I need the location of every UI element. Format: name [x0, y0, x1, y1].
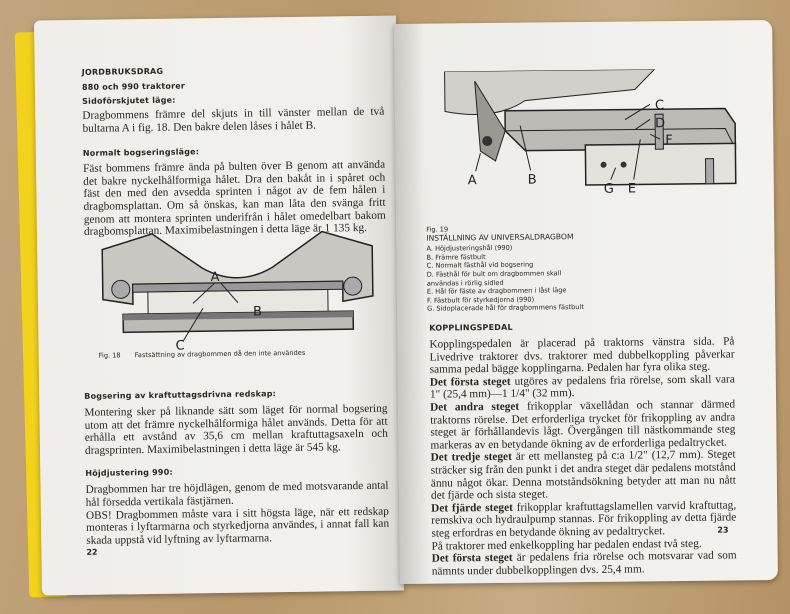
legend-text: Normalt fästhål vid bogsering [435, 260, 534, 270]
figure-caption: Fastsättning av dragbommen då den inte a… [134, 348, 306, 360]
legend-text: Hål för fäste av dragbommen i låst läge [435, 286, 567, 296]
step-title: Det tredje steget [430, 451, 512, 464]
legend-item: D. Fästhål för bult om dragbommen skall … [427, 269, 587, 288]
legend-item: G. Sidoplacerade hål för dragbommens fäs… [427, 302, 747, 314]
universal-drawbar-illustration: A B C D F E G [444, 68, 737, 197]
figure-label: E [628, 181, 636, 196]
figure-legend: A. Höjdjusteringshål (990) B. Främre fäs… [426, 242, 747, 314]
legend-text: Främre fästbult [435, 252, 486, 262]
paragraph: Montering sker på liknande sätt som läge… [84, 402, 388, 457]
page-number: 23 [717, 525, 729, 535]
paragraph: Dragbommens främre del skjuts in till vä… [82, 105, 385, 135]
figure-label: G [604, 182, 614, 197]
step-paragraph: Det första steget utgöres av pedalens fr… [430, 373, 735, 401]
legend-key: F. [426, 296, 432, 305]
figure-label: C [655, 98, 664, 113]
step-title: Det första steget [431, 551, 513, 565]
figure-label: B [528, 173, 537, 188]
figure-18: A B C Fig. 18 Fastsättning av dragbommen… [92, 226, 384, 360]
paragraph: OBS! Dragbommen måste vara i sitt högsta… [85, 505, 390, 547]
step-paragraph: Det första steget är pedalens fria rörel… [432, 550, 737, 578]
legend-key: G. [427, 304, 435, 314]
heading: KOPPLINGSPEDAL [429, 322, 513, 333]
figure-label: D [655, 116, 665, 131]
legend-key: E. [426, 287, 434, 296]
legend-text: Höjdjusteringshål (990) [435, 243, 513, 253]
legend-key: A. [426, 244, 433, 253]
step-title: Det första steget [429, 375, 511, 389]
left-page: JORDBRUKSDRAG 880 och 990 traktorer Sido… [34, 15, 404, 596]
figure-19: A B C D F E G [435, 68, 747, 221]
drawbar-illustration: A B [101, 230, 374, 341]
figure-label: A [468, 173, 477, 188]
legend-text: Sidoplacerade hål för dragbommens fästbu… [436, 303, 584, 313]
right-page: A B C D F E G Fig. 19 INSTÄLLNING AV UNI… [394, 20, 778, 584]
step-paragraph: Det andra steget frikopplar växellådan o… [430, 398, 736, 452]
section-title: Sidoförskjutet läge: [82, 95, 176, 106]
step-title: Det andra steget [430, 400, 520, 414]
figure-label: B [253, 304, 262, 319]
legend-key: C. [426, 261, 434, 271]
figure-label: A [211, 270, 220, 285]
heading: JORDBRUKSDRAG [81, 66, 164, 77]
legend-key: B. [426, 253, 434, 262]
section-title: Höjdjustering 990: [85, 468, 173, 479]
step-paragraph: Det fjärde steget frikopplar kraftuttags… [431, 499, 736, 540]
step-paragraph: Det tredje steget är ett mellansteg på c… [431, 449, 737, 503]
legend-key: D. [426, 270, 434, 279]
figure-label: F [665, 133, 673, 148]
step-title: Det fjärde steget [431, 501, 513, 515]
page-number: 22 [86, 547, 98, 557]
subheading: 880 och 990 traktorer [81, 81, 186, 92]
figure-label: C [175, 338, 184, 352]
figure-number: Fig. 18 [98, 351, 121, 360]
legend-text: Fästhål för bult om dragbommen skall anv… [426, 269, 562, 288]
label-c-holder: C [175, 338, 184, 352]
section-title: Normalt bogseringsläge: [82, 147, 200, 159]
paragraph: Kopplingspedalen är placerad på traktorn… [429, 335, 735, 376]
section-title: Bogsering av kraftuttagsdrivna redskap: [84, 389, 277, 401]
